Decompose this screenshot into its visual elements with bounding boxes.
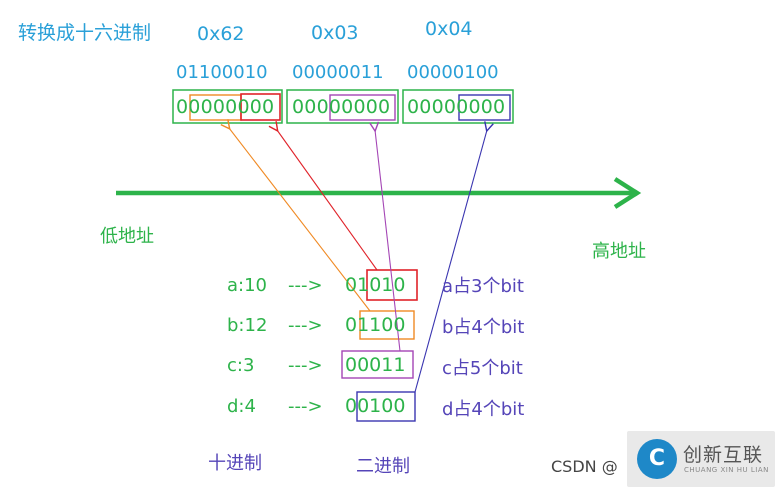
- brand-watermark: C 创新互联 CHUANG XIN HU LIAN: [627, 431, 775, 487]
- field-c-arrow-text: --->: [288, 355, 323, 376]
- field-c-binary-boxed: 00011: [345, 354, 406, 376]
- field-a-arrow-text: --->: [288, 275, 323, 296]
- field-b-decimal: b:12: [227, 315, 268, 336]
- memory-byte-3-low: 0000: [456, 96, 506, 118]
- high-address-label: 高地址: [592, 241, 646, 262]
- field-d-binary-box: [356, 391, 416, 422]
- field-a-arrow: [277, 130, 378, 271]
- field-a-binary-prefix: 01: [345, 274, 370, 296]
- field-b-binary: 01100: [345, 314, 405, 336]
- field-a-binary: 01010: [345, 274, 405, 296]
- field-c-binary-box: [341, 350, 414, 379]
- field-d-binary: 00100: [345, 395, 405, 417]
- memory-byte-3: 00000000: [407, 96, 505, 118]
- field-c-memory-box: [329, 94, 396, 121]
- field-b-binary-boxed: 1100: [357, 314, 406, 336]
- field-c-decimal: c:3: [227, 355, 255, 376]
- brand-logo-icon: C: [637, 439, 677, 479]
- decimal-column-label: 十进制: [208, 453, 262, 474]
- brand-subtitle: CHUANG XIN HU LIAN: [684, 466, 769, 474]
- field-c-arrow: [375, 130, 401, 352]
- hex-value-3: 0x04: [425, 18, 473, 40]
- field-b-arrow: [229, 128, 371, 312]
- memory-byte-2: 00000000: [292, 96, 390, 118]
- binary-column-label: 二进制: [356, 456, 410, 477]
- field-d-arrow-text: --->: [288, 396, 323, 417]
- field-c-binary: 00011: [345, 354, 405, 376]
- field-b-binary-prefix: 0: [345, 314, 358, 336]
- hex-conversion-title: 转换成十六进制: [18, 22, 152, 44]
- brand-name: 创新互联: [683, 444, 764, 466]
- field-d-decimal: d:4: [227, 396, 256, 417]
- field-b-binary-box: [359, 310, 415, 340]
- csdn-watermark: CSDN @: [551, 457, 618, 476]
- field-b-description: b占4个bit: [442, 317, 525, 338]
- binary-value-1: 01100010: [176, 62, 268, 83]
- memory-byte-2-high: 000: [292, 96, 329, 118]
- hex-value-2: 0x03: [311, 22, 359, 44]
- byte-box-2: [286, 89, 399, 124]
- field-d-arrow: [414, 130, 487, 393]
- address-axis-arrowhead: [613, 177, 642, 209]
- hex-value-1: 0x62: [197, 23, 245, 45]
- field-a-decimal: a:10: [227, 275, 267, 296]
- field-d-binary-boxed: 0100: [357, 395, 406, 417]
- memory-byte-1-high: 00000: [176, 96, 238, 118]
- memory-byte-2-low: 00000: [328, 96, 391, 118]
- field-a-description: a占3个bit: [442, 276, 524, 297]
- binary-value-3: 00000100: [407, 62, 499, 83]
- memory-byte-1: 00000000: [176, 96, 274, 118]
- field-d-binary-prefix: 0: [345, 395, 358, 417]
- memory-byte-1-low: 000: [237, 96, 275, 118]
- field-a-binary-boxed: 010: [369, 274, 406, 296]
- low-address-label: 低地址: [100, 226, 154, 247]
- memory-byte-3-high: 0000: [407, 96, 457, 118]
- binary-value-2: 00000011: [292, 62, 384, 83]
- field-d-memory-box: [458, 94, 511, 121]
- field-a-binary-box: [366, 269, 418, 301]
- byte-box-3: [402, 89, 514, 124]
- field-c-description: c占5个bit: [442, 358, 523, 379]
- field-b-arrow-text: --->: [288, 315, 323, 336]
- field-d-description: d占4个bit: [442, 399, 525, 420]
- field-a-memory-box: [240, 93, 281, 121]
